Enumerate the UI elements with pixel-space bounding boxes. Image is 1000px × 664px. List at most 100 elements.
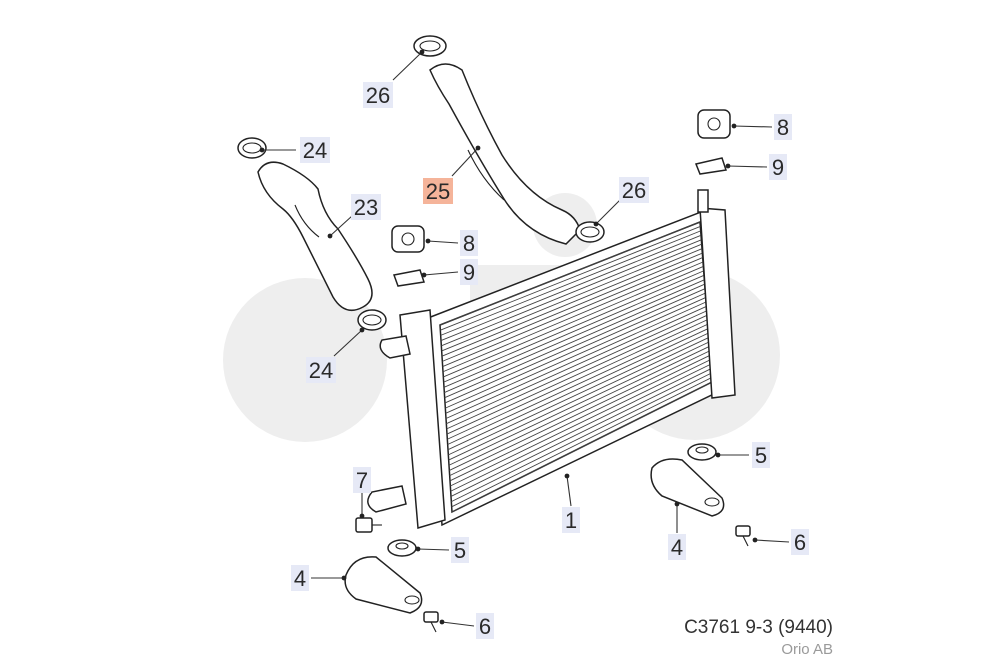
callout-number: 8 — [777, 115, 789, 140]
radiator-fin — [443, 266, 704, 378]
callout-5: 5 — [715, 442, 770, 468]
callout-number: 4 — [671, 535, 683, 560]
radiator-fin — [450, 359, 711, 487]
leader-dot — [327, 233, 333, 239]
radiator-fin — [444, 279, 705, 393]
callout-label-bg — [363, 82, 393, 108]
callout-number: 5 — [454, 538, 466, 563]
radiator-fin — [442, 257, 703, 367]
radiator-fin — [444, 288, 706, 404]
callout-label-bg — [752, 442, 770, 468]
callout-number: 1 — [565, 508, 577, 533]
callout-number: 8 — [463, 231, 475, 256]
callout-number: 24 — [309, 358, 333, 383]
leader-line — [595, 199, 621, 225]
callout-label-bg — [306, 357, 336, 383]
radiator-fin — [449, 346, 710, 471]
callout-9: 9 — [725, 154, 787, 180]
callout-label-bg — [769, 154, 787, 180]
leader-dot — [475, 145, 481, 151]
callout-number: 5 — [755, 443, 767, 468]
radiator-fin — [446, 306, 707, 425]
brand-label: Orio AB — [781, 641, 833, 658]
clamp-24-bottom — [357, 309, 387, 331]
callout-24: 24 — [259, 137, 330, 163]
bushing-5-left — [387, 539, 417, 557]
leader-dot — [415, 546, 421, 552]
radiator-fin — [448, 341, 710, 466]
callout-label-bg — [562, 507, 580, 533]
callout-label-bg — [451, 537, 469, 563]
callout-7: 7 — [353, 467, 371, 519]
callout-number: 9 — [463, 260, 475, 285]
leader-dot — [259, 147, 265, 153]
leader-dot — [425, 238, 431, 244]
callout-26: 26 — [363, 49, 425, 108]
callout-number: 6 — [794, 530, 806, 555]
callout-label-bg — [476, 613, 494, 639]
radiator-fin — [443, 274, 705, 388]
callout-1: 1 — [562, 473, 580, 533]
leader-line — [451, 147, 479, 177]
callout-8: 8 — [731, 114, 792, 140]
callout-label-bg — [460, 230, 478, 256]
radiator-fin — [447, 328, 709, 451]
radiator-fin — [443, 270, 704, 383]
radiator-fin — [448, 337, 709, 461]
leader-dot — [359, 327, 365, 333]
leader-line — [566, 475, 572, 507]
radiator-fin — [451, 377, 712, 508]
callout-9: 9 — [421, 259, 478, 285]
leader-line — [754, 539, 790, 543]
radiator-fin — [447, 319, 708, 440]
leader-dot — [564, 473, 570, 479]
callout-label-bg — [353, 467, 371, 493]
radiator-fin — [442, 261, 704, 373]
leader-dot — [593, 221, 599, 227]
radiator-fin — [440, 234, 702, 342]
callout-number: 26 — [622, 178, 646, 203]
upper-hose — [429, 63, 581, 245]
callout-label-bg — [619, 177, 649, 203]
callout-label-bg — [423, 178, 453, 204]
leader-dot — [725, 163, 731, 169]
bolt-6-left — [423, 611, 439, 633]
leader-dot — [341, 575, 347, 581]
leader-line — [329, 215, 353, 237]
radiator-fin — [449, 350, 710, 477]
radiator-fin — [440, 226, 701, 331]
callout-number: 26 — [366, 83, 390, 108]
leader-line — [392, 51, 423, 81]
mounting-bracket-4-left — [344, 556, 423, 614]
radiator-fin — [450, 368, 712, 497]
callout-number: 7 — [356, 468, 368, 493]
radiator — [367, 189, 736, 529]
callout-label-bg — [351, 194, 381, 220]
leader-dot — [674, 501, 680, 507]
bushing-5-right — [687, 443, 717, 461]
radiator-fin — [451, 381, 713, 513]
callout-number: 24 — [303, 138, 327, 163]
bracket-9-right — [694, 157, 727, 175]
callout-23: 23 — [327, 194, 381, 239]
radiator-fin — [441, 243, 702, 352]
callout-number: 9 — [772, 155, 784, 180]
lower-hose — [257, 161, 373, 312]
callout-4: 4 — [291, 565, 347, 591]
diagram-reference: C3761 9-3 (9440) — [684, 617, 833, 638]
radiator-fin — [445, 297, 706, 414]
callout-24: 24 — [306, 327, 365, 383]
radiator-fin — [441, 239, 702, 347]
rubber-mount-8-left — [391, 225, 425, 253]
clamp-24-top — [237, 137, 267, 159]
callout-label-bg — [668, 534, 686, 560]
leader-dot — [359, 513, 365, 519]
callout-6: 6 — [752, 529, 809, 555]
radiator-fin — [451, 372, 712, 503]
callout-label-bg — [791, 529, 809, 555]
callout-8: 8 — [425, 230, 478, 256]
callout-number: 23 — [354, 195, 378, 220]
radiator-fin — [447, 323, 708, 445]
leader-dot — [421, 272, 427, 278]
